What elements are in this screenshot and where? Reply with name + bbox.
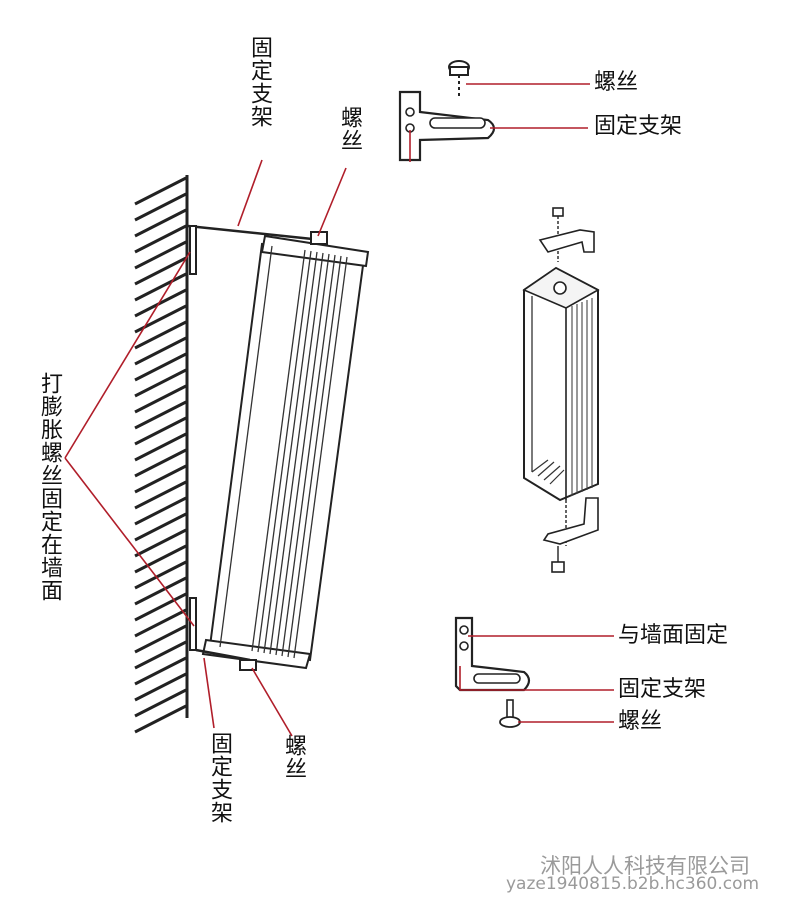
wall-hatch-line [134,416,187,446]
wall-hatch-line [134,448,187,478]
wall-hatch-line [134,688,187,718]
wall-hatch-line [134,496,187,526]
wall [134,175,189,734]
wall-hatch-line [134,640,187,670]
label-detail-top-screw: 螺丝 [594,70,639,95]
column-speaker-main [201,234,370,670]
wall-hatch-line [134,608,187,638]
wall-hatch-line [134,336,187,366]
wall-hatch-line [134,224,187,254]
wall-hatch-line [134,432,187,462]
label-top-fixed-bracket: 固定支架 [247,36,272,128]
wall-hatch-line [134,288,187,318]
wall-hatch-line [134,352,187,382]
watermark-company: 沭阳人人科技有限公司 [540,854,750,878]
wall-hatch-line [134,544,187,574]
label-detail-wall-fix: 与墙面固定 [618,623,729,648]
top-fixed-bracket [187,224,328,275]
wall-hatch-line [134,320,187,350]
wall-hatch-line [134,624,187,654]
wall-hatch-line [134,576,187,606]
wall-hatch-line [134,304,187,334]
wall-hatch-line [134,384,187,414]
wall-hatch-line [134,192,187,222]
wall-hatch-line [134,528,187,558]
wall-hatch-line [134,480,187,510]
wall-hatch-line [134,272,187,302]
wall-hatch-line [134,176,187,206]
wall-hatch-line [134,560,187,590]
leader-lines-main [64,159,347,737]
wall-hatch-line [134,656,187,686]
label-bottom-screw: 螺丝 [281,734,306,780]
detail-bottom-bracket [454,616,614,728]
label-detail-bottom-screw: 螺丝 [618,709,663,734]
watermark-url: yaze1940815.b2b.hc360.com [506,874,760,894]
wall-hatch-line [134,208,187,238]
wall-hatch-line [134,512,187,542]
wall-hatch-line [134,400,187,430]
label-top-screw: 螺丝 [337,106,362,152]
label-expansion-screw-wall: 打膨胀螺丝固定在墙面 [37,372,62,602]
label-detail-bottom-bracket: 固定支架 [618,677,707,702]
wall-hatch-line [134,464,187,494]
wall-hatch-line [134,592,187,622]
detail-speaker-assembly [522,207,600,573]
wall-hatch-line [134,240,187,270]
detail-top-bracket [398,60,590,162]
label-bottom-fixed-bracket: 固定支架 [207,732,232,824]
wall-hatch-line [134,256,187,286]
wall-hatch-line [134,368,187,398]
wall-hatch-line [134,704,187,734]
label-detail-top-bracket: 固定支架 [594,114,683,139]
wall-hatch-line [134,672,187,702]
